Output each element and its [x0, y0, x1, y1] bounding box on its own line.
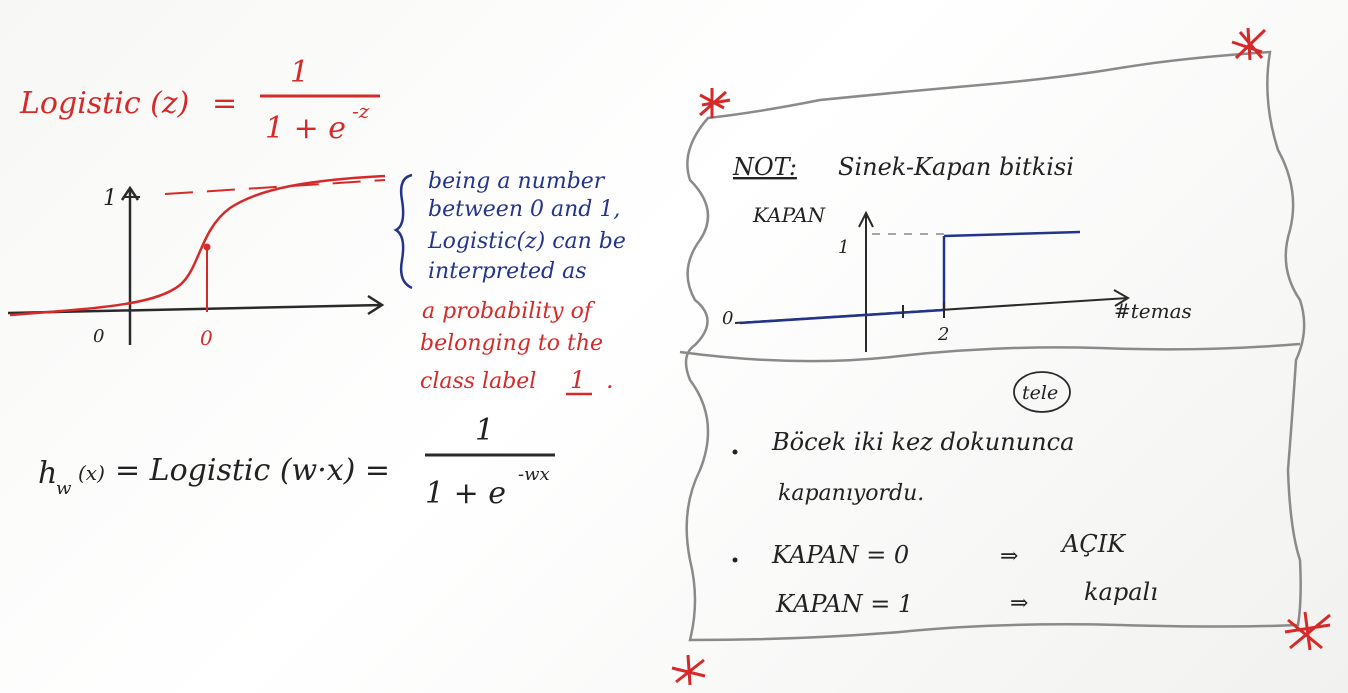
star-icon-top-right: [1231, 27, 1267, 61]
class-label-one: 1: [570, 366, 585, 394]
bullet-2-text: kapanıyordu.: [778, 481, 924, 506]
formula-lhs: Logistic (z): [19, 86, 189, 121]
x-axis: [7, 303, 383, 315]
state-1-rhs: kapalı: [1084, 578, 1158, 606]
y-tick-1: 1: [103, 186, 117, 211]
hypothesis-exponent: -wx: [518, 464, 550, 485]
state-1-lhs: KAPAN = 1: [775, 590, 913, 618]
circled-insert: [1013, 371, 1071, 413]
probability-note: being a number between 0 and 1, Logistic…: [393, 169, 626, 396]
state-0-lhs: KAPAN = 0: [771, 541, 909, 569]
step-plot: KAPAN 1 0 2 #temas: [722, 203, 1192, 352]
note-header: NOT: Sinek-Kapan bitkisi: [732, 153, 1074, 181]
circled-insert-text: tele: [1022, 382, 1058, 404]
note-line-6: belonging to the: [420, 331, 603, 356]
bullet-1-text: Böcek iki kez dokununca: [771, 428, 1074, 456]
note-line-5: a probability of: [422, 299, 596, 324]
step-y-label: KAPAN: [752, 203, 827, 227]
x-axis-arrow: [367, 294, 385, 316]
formula-exponent: -z: [352, 99, 370, 123]
step-x-label: #temas: [1114, 299, 1192, 323]
step-origin: 0: [722, 308, 733, 329]
hypothesis-arg: (x): [78, 461, 105, 485]
hypothesis-subscript: w: [56, 478, 72, 499]
state-0-arrow: ⇒: [1000, 544, 1018, 569]
step-y-arrow: [858, 210, 874, 228]
bullet-notes: Böcek iki kez dokununca tele kapanıyordu…: [732, 371, 1158, 618]
sigmoid-plot: 1 0 0: [7, 174, 386, 350]
pencil-note-box: [679, 50, 1306, 642]
step-x-tick-label: 2: [937, 324, 949, 345]
note-line-2: between 0 and 1,: [428, 197, 620, 222]
hypothesis-h: h: [38, 456, 57, 491]
formula-denominator: 1 + e: [265, 111, 346, 146]
origin-label: 0: [93, 326, 104, 347]
note-line-4: interpreted as: [428, 259, 587, 284]
step-x-arrow: [1113, 289, 1130, 307]
note-line-3: Logistic(z) can be: [427, 229, 626, 254]
logistic-formula: Logistic (z) = 1 1 + e -z: [19, 55, 380, 146]
formula-numerator: 1: [290, 55, 309, 90]
hypothesis-formula: h w (x) = Logistic (w·x) = 1 1 + e -wx: [38, 413, 555, 511]
note-title: NOT:: [732, 153, 797, 181]
state-1-arrow: ⇒: [1010, 591, 1028, 616]
formula-equals: =: [212, 86, 237, 121]
x-zero-label: 0: [200, 326, 213, 350]
star-icon-bottom-left: [671, 654, 706, 686]
bullet-dot-2: [732, 557, 738, 563]
hypothesis-denominator: 1 + e: [425, 476, 506, 511]
star-icon-bottom-right: [1284, 611, 1331, 651]
hypothesis-rest: = Logistic (w·x) =: [115, 453, 390, 488]
hypothesis-numerator: 1: [475, 413, 494, 448]
red-stars: [671, 27, 1331, 686]
asymptote-dashed: [164, 179, 386, 195]
note-line-1: being a number: [428, 169, 606, 194]
step-high-segment: [943, 230, 1081, 238]
box-divider: [679, 342, 1301, 363]
note-period: .: [606, 366, 614, 394]
sigmoid-curve: [9, 174, 386, 317]
note-line-7: class label: [420, 369, 536, 394]
midpoint-dot: [203, 243, 211, 251]
star-icon-top-left: [699, 88, 731, 118]
step-y-tick: 1: [838, 237, 849, 258]
note-text: Sinek-Kapan bitkisi: [838, 153, 1074, 181]
state-0-rhs: AÇIK: [1060, 530, 1127, 558]
step-low-segment: [739, 308, 945, 325]
curly-brace: [393, 173, 413, 290]
bullet-dot-1: [732, 449, 738, 455]
